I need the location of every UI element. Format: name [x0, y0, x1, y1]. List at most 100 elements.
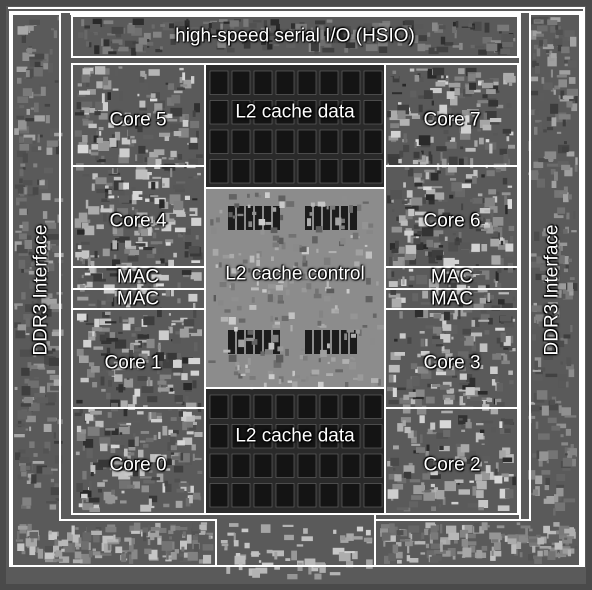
circuit-detail — [133, 522, 141, 533]
control-detail — [279, 201, 285, 208]
circuit-detail — [234, 555, 246, 565]
cache-bank — [341, 424, 361, 449]
circuit-detail — [215, 26, 223, 36]
circuit-detail — [560, 90, 565, 100]
circuit-detail — [413, 485, 425, 495]
circuit-detail — [384, 28, 396, 38]
circuit-detail — [260, 27, 271, 32]
circuit-detail — [394, 246, 405, 254]
circuit-detail — [547, 306, 554, 315]
circuit-detail — [161, 157, 167, 160]
circuit-detail — [269, 42, 281, 45]
circuit-detail — [470, 25, 475, 29]
circuit-detail — [420, 434, 423, 444]
circuit-detail — [143, 316, 155, 326]
circuit-detail — [489, 118, 502, 123]
circuit-detail — [452, 556, 456, 560]
circuit-detail — [518, 535, 529, 543]
circuit-detail — [438, 445, 450, 452]
control-detail — [377, 379, 381, 386]
circuit-detail — [542, 231, 549, 237]
circuit-detail — [82, 445, 85, 451]
circuit-detail — [562, 468, 571, 471]
circuit-detail — [546, 304, 555, 308]
circuit-detail — [99, 437, 111, 446]
circuit-detail — [14, 128, 19, 135]
ddr3-left-outline — [11, 13, 217, 567]
circuit-detail — [72, 542, 76, 551]
circuit-detail — [32, 187, 39, 195]
circuit-detail — [561, 164, 571, 171]
circuit-detail — [550, 17, 561, 22]
circuit-detail — [22, 88, 33, 97]
circuit-detail — [118, 154, 129, 164]
circuit-detail — [479, 343, 488, 352]
circuit-detail — [81, 540, 89, 550]
circuit-detail — [153, 280, 158, 288]
circuit-detail — [319, 563, 326, 573]
control-detail — [305, 272, 311, 279]
circuit-detail — [434, 192, 445, 200]
circuit-detail — [180, 84, 188, 87]
control-detail — [292, 244, 300, 252]
circuit-detail — [92, 548, 96, 552]
circuit-detail — [407, 430, 414, 439]
circuit-detail — [532, 60, 539, 68]
circuit-detail — [304, 558, 316, 566]
control-block — [255, 206, 262, 230]
circuit-detail — [144, 548, 152, 555]
circuit-detail — [445, 78, 450, 82]
circuit-detail — [76, 102, 84, 110]
circuit-detail — [137, 376, 147, 381]
circuit-detail — [433, 266, 439, 275]
circuit-detail — [533, 53, 536, 60]
circuit-detail — [121, 137, 131, 145]
circuit-detail — [160, 46, 163, 50]
circuit-detail — [425, 522, 436, 529]
cache-bank — [363, 453, 383, 478]
control-detail — [267, 290, 271, 297]
control-detail — [210, 219, 214, 226]
circuit-detail — [54, 483, 59, 491]
circuit-detail — [74, 551, 82, 559]
control-detail — [268, 284, 276, 289]
circuit-detail — [440, 334, 451, 343]
circuit-detail — [575, 93, 578, 104]
circuit-detail — [21, 550, 27, 555]
circuit-detail — [314, 573, 322, 580]
circuit-detail — [433, 230, 444, 237]
circuit-detail — [504, 418, 514, 425]
circuit-detail — [492, 196, 498, 203]
circuit-detail — [452, 233, 456, 236]
circuit-detail — [173, 465, 184, 473]
circuit-detail — [408, 35, 419, 44]
control-detail — [232, 215, 236, 219]
circuit-detail — [541, 77, 545, 84]
circuit-detail — [224, 545, 228, 549]
circuit-detail — [164, 163, 176, 171]
circuit-detail — [191, 217, 202, 226]
circuit-detail — [548, 534, 559, 543]
circuit-detail — [160, 258, 165, 264]
circuit-detail — [426, 444, 430, 451]
circuit-detail — [573, 211, 576, 220]
circuit-detail — [91, 327, 103, 332]
ddr3-left-label: DDR3 Interface — [30, 224, 52, 356]
circuit-detail — [535, 406, 546, 411]
circuit-detail — [570, 444, 574, 452]
control-detail — [335, 217, 342, 226]
circuit-detail — [378, 40, 388, 47]
circuit-detail — [387, 461, 393, 467]
control-detail — [331, 357, 336, 362]
circuit-detail — [153, 149, 165, 156]
circuit-detail — [492, 353, 502, 360]
circuit-detail — [450, 366, 454, 371]
circuit-detail — [173, 200, 184, 211]
cache-bank — [253, 453, 273, 478]
control-detail — [355, 249, 363, 256]
circuit-detail — [227, 532, 235, 536]
circuit-detail — [448, 242, 459, 252]
circuit-detail — [563, 256, 569, 265]
circuit-detail — [267, 40, 273, 50]
circuit-detail — [80, 377, 89, 383]
